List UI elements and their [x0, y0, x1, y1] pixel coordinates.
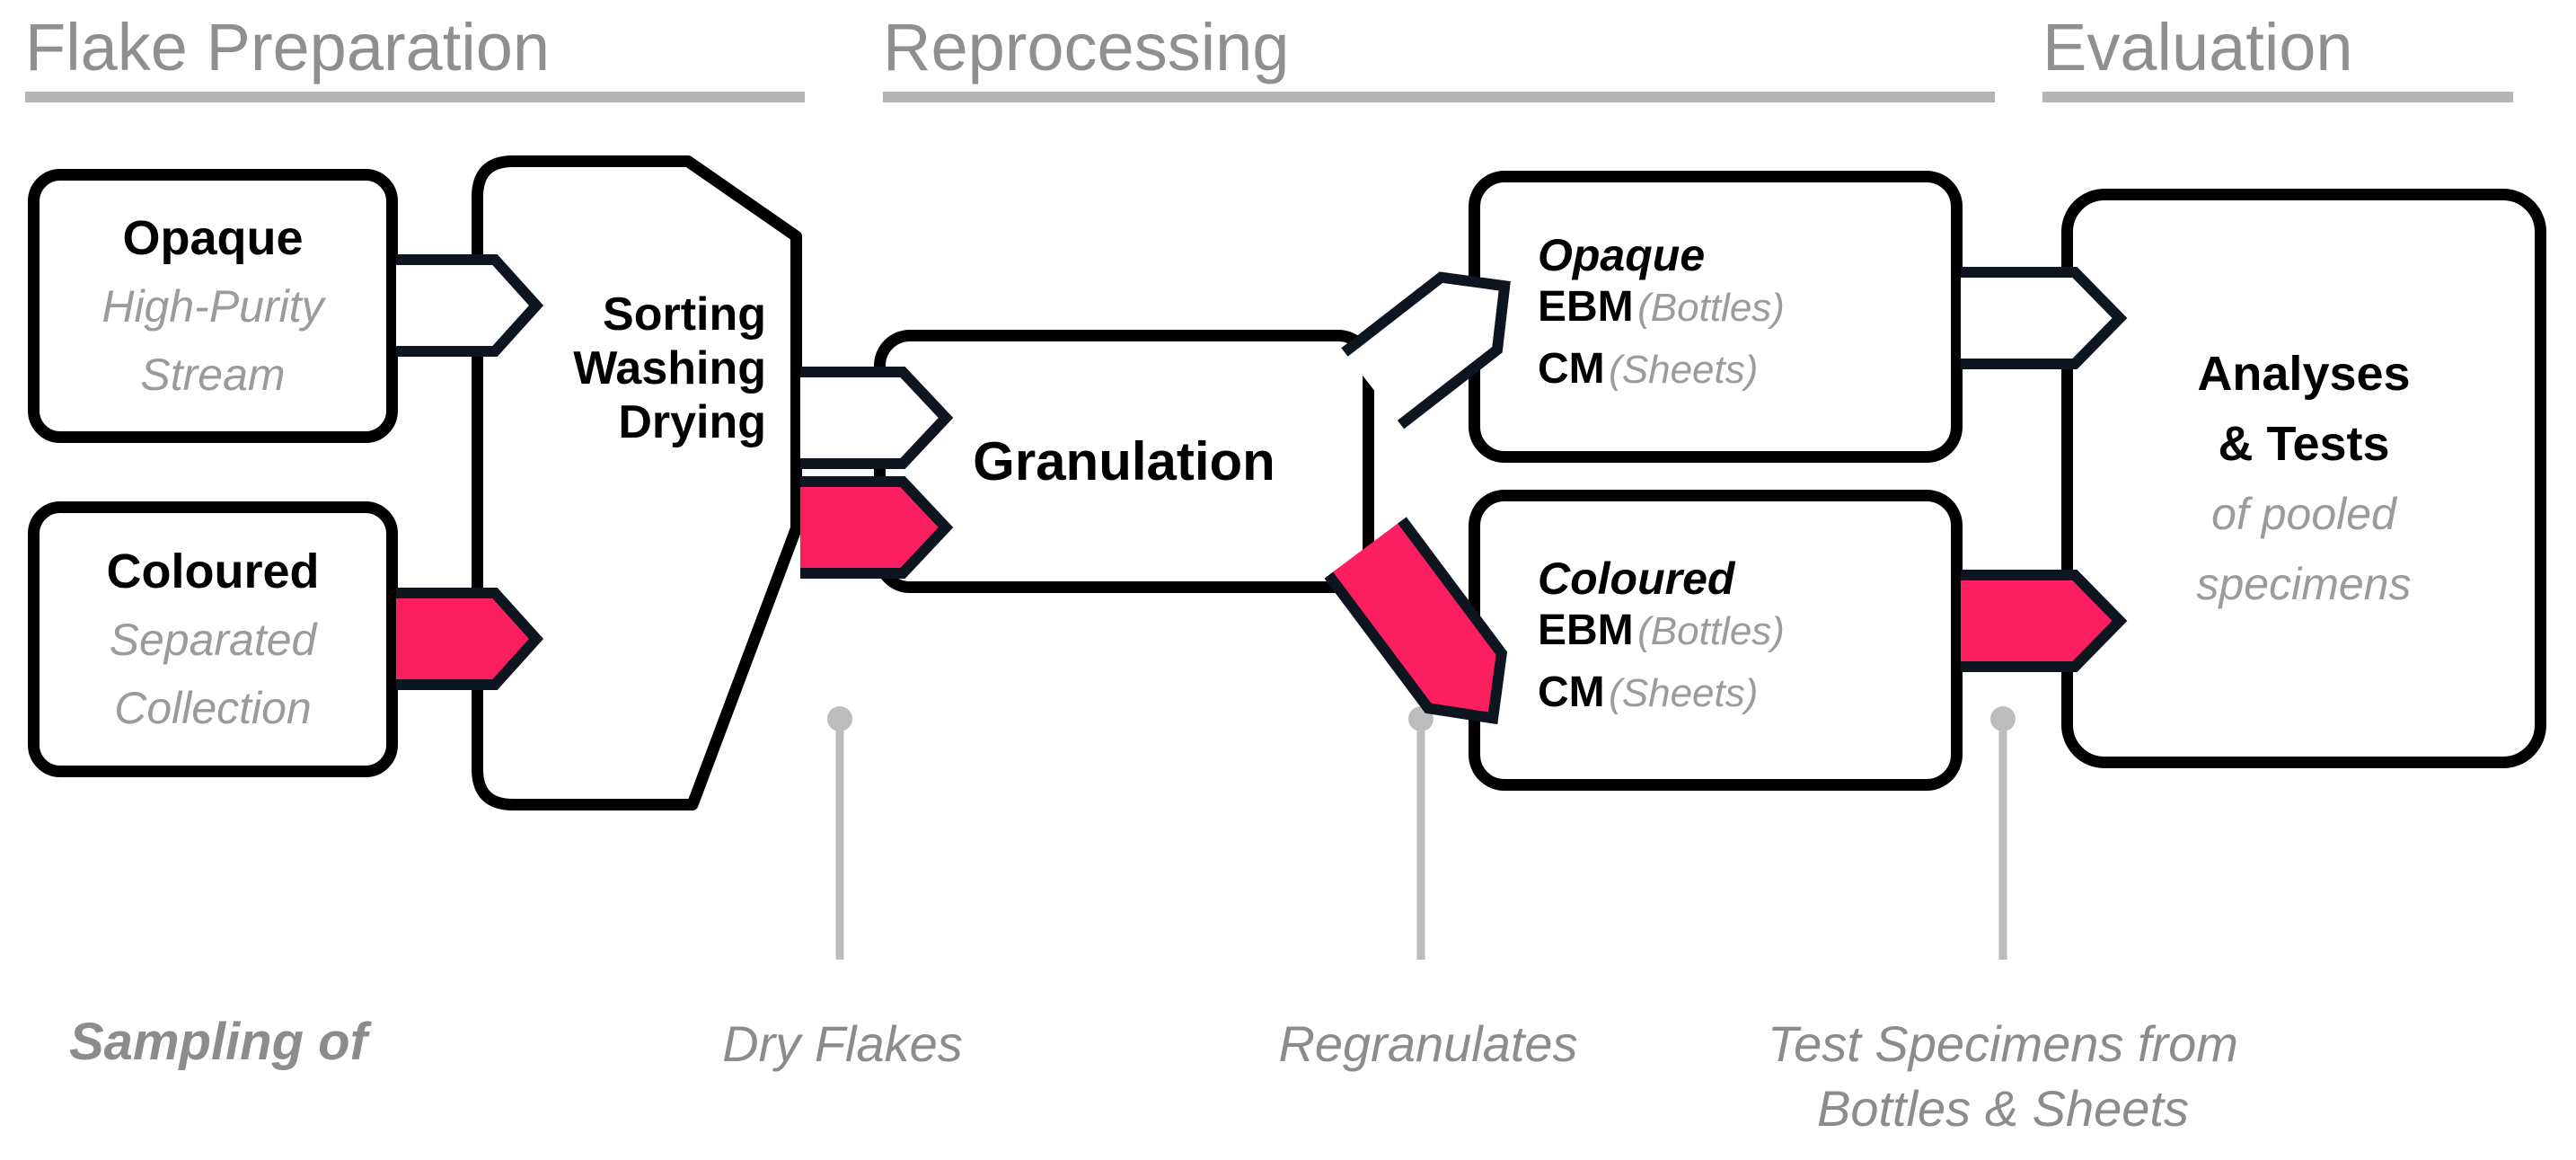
node-subtitle-line: High-Purity — [101, 280, 324, 332]
phase-underline-evaluation — [2042, 92, 2513, 102]
process-code: EBM — [1538, 282, 1634, 331]
product-row: EBM (Bottles) — [1538, 281, 1951, 343]
node-sorting-line: Washing — [573, 342, 766, 394]
node-opaque-input: Opaque High-Purity Stream — [28, 169, 398, 443]
sampling-label-dry-flakes: Dry Flakes — [722, 1015, 963, 1072]
product-note: (Bottles) — [1637, 608, 1785, 653]
node-opaque-products: Opaque EBM (Bottles) CM (Sheets) — [1469, 171, 1963, 463]
node-sorting: Sorting Washing Drying — [479, 288, 766, 449]
node-title: Coloured — [106, 544, 320, 598]
phase-header-evaluation: Evaluation — [2042, 10, 2353, 84]
sampling-pin-test-specimens — [1990, 706, 2016, 960]
phase-underline-reprocessing — [883, 92, 1995, 102]
process-code: CM — [1538, 344, 1605, 393]
sampling-pin-dry-flakes — [827, 706, 852, 960]
pin-dot — [827, 706, 852, 731]
phase-header-reprocessing: Reprocessing — [883, 10, 1290, 84]
node-title: Granulation — [973, 431, 1275, 491]
phase-underline-flake-preparation — [25, 92, 805, 102]
node-title-line: & Tests — [2218, 416, 2390, 471]
node-sorting-shape — [472, 155, 802, 810]
product-row: EBM (Bottles) — [1538, 605, 1951, 667]
node-title-line: Analyses — [2197, 346, 2411, 401]
node-subtitle-line: Stream — [140, 349, 286, 400]
sampling-label-regranulates: Regranulates — [1278, 1015, 1578, 1072]
node-sorting-line: Sorting — [603, 288, 766, 341]
node-sorting-line: Drying — [618, 396, 766, 448]
node-subtitle-line: of pooled — [2211, 488, 2396, 539]
node-title: Opaque — [122, 210, 304, 265]
node-coloured-input: Coloured Separated Collection — [28, 501, 398, 777]
pin-dot — [1990, 706, 2016, 731]
process-code: EBM — [1538, 606, 1634, 654]
phase-header-flake-preparation: Flake Preparation — [25, 10, 551, 84]
node-analyses: Analyses & Tests of pooled specimens — [2061, 189, 2546, 768]
arrow-coloured-to-sorting — [396, 588, 544, 690]
product-row: CM (Sheets) — [1538, 343, 1951, 405]
node-coloured-products: Coloured EBM (Bottles) CM (Sheets) — [1469, 490, 1963, 791]
process-code: CM — [1538, 668, 1605, 716]
product-note: (Bottles) — [1637, 285, 1785, 330]
sampling-label-test-specimens: Test Specimens from Bottles & Sheets — [1734, 1012, 2272, 1141]
product-row: CM (Sheets) — [1538, 667, 1951, 729]
sampling-caption: Sampling of — [69, 1013, 367, 1071]
sampling-label-line: Bottles & Sheets — [1816, 1080, 2189, 1137]
sampling-label-line: Test Specimens from — [1768, 1015, 2238, 1072]
node-title: Coloured — [1538, 553, 1735, 604]
node-granulation: Granulation — [874, 330, 1374, 593]
node-subtitle-line: specimens — [2196, 558, 2412, 609]
sampling-pin-regranulates — [1408, 706, 1434, 960]
product-note: (Sheets) — [1609, 347, 1759, 392]
node-title: Opaque — [1538, 229, 1706, 280]
node-subtitle-line: Separated — [109, 614, 317, 665]
node-subtitle-line: Collection — [114, 682, 312, 733]
product-note: (Sheets) — [1609, 670, 1759, 715]
pin-dot — [1408, 706, 1434, 731]
